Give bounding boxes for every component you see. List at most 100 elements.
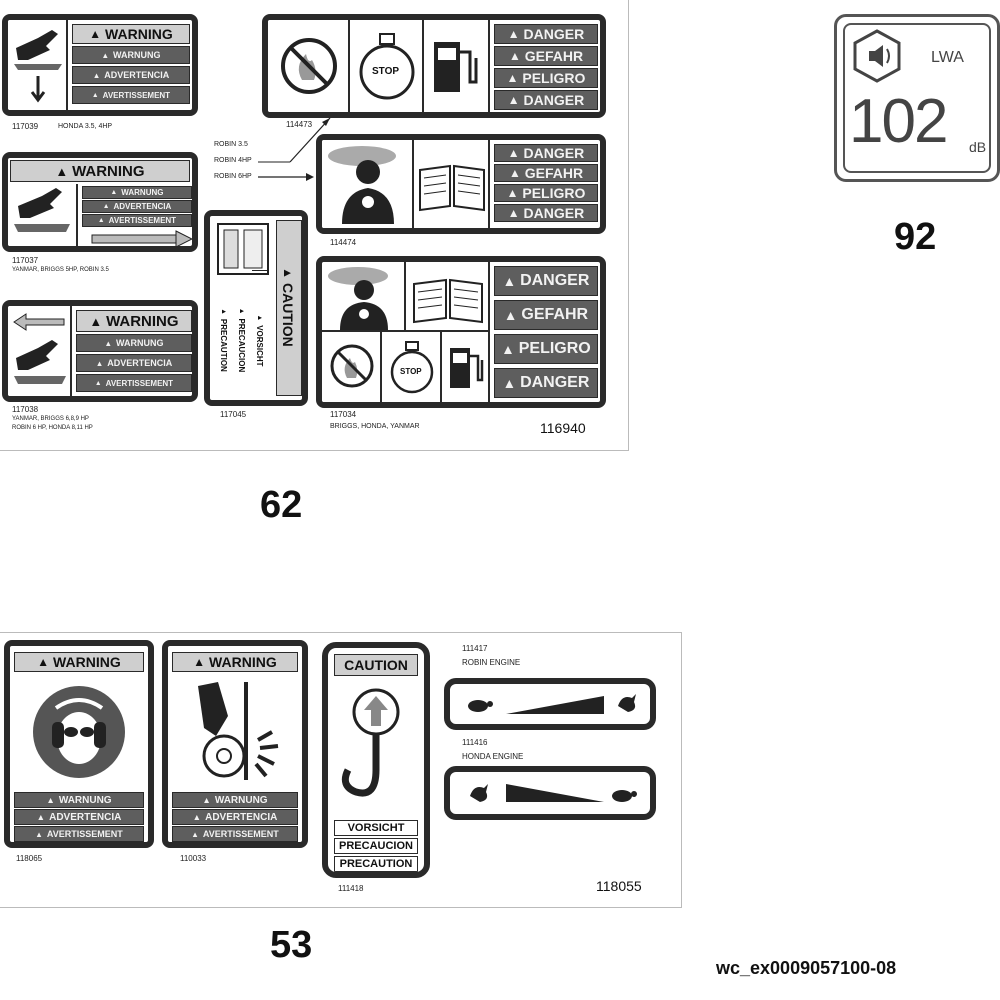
hand-cut-pictogram — [8, 184, 78, 246]
band-avertissement: AVERTISSEMENT — [72, 86, 190, 104]
decal-110033: WARNING WARNUNG ADVERTENCIA AVERTISSEMEN… — [162, 640, 308, 848]
throttle-fast-to-slow-icon — [470, 784, 637, 802]
stop-engine-icon — [359, 33, 415, 100]
band-avertissement: AVERTISSEMENT — [14, 826, 144, 842]
no-fire-pictogram — [268, 20, 350, 112]
band-peligro: PELIGRO — [494, 184, 598, 202]
sheet-number: 116940 — [540, 420, 586, 436]
band-advertencia: ADVERTENCIA — [76, 354, 192, 372]
manual-pictogram — [414, 140, 490, 228]
no-flame-icon — [330, 344, 374, 388]
fumes-person-icon — [328, 267, 388, 330]
band-advertencia: ADVERTENCIA — [14, 809, 144, 825]
part-number: 118065 — [16, 854, 43, 863]
decal-117045: CAUTION VORSICHT PRECAUCION PRECAUTION — [204, 210, 308, 406]
hand-blade-icon — [14, 340, 66, 384]
part-note: HONDA 3.5, 4HP — [58, 123, 113, 130]
part-number: 117038 — [12, 405, 39, 414]
band-danger-fr: DANGER — [494, 204, 598, 222]
part-number: 111417 — [462, 644, 488, 653]
band-warnung: WARNUNG — [172, 792, 298, 808]
band-warning: WARNING — [14, 652, 144, 672]
decal-111418: CAUTION VORSICHT PRECAUCION PRECAUTION — [322, 642, 430, 878]
callout-number-92: 92 — [894, 216, 937, 258]
exhaust-fumes-pictogram — [322, 262, 406, 332]
fumes-person-icon — [328, 146, 396, 224]
fuel-pump-icon — [434, 42, 478, 92]
exhaust-fumes-pictogram — [322, 140, 414, 228]
part-number: 111416 — [462, 738, 488, 747]
robin-label: ROBIN 4HP — [214, 157, 252, 164]
throttle-slow-to-fast-icon — [468, 694, 636, 714]
stop-label: STOP — [372, 66, 400, 77]
band-peligro: PELIGRO — [494, 68, 598, 88]
band-advertencia: ADVERTENCIA — [72, 66, 190, 84]
robin-label: ROBIN 3.5 — [214, 141, 248, 148]
part-note: ROBIN 6 HP, HONDA 8,11 HP — [12, 425, 93, 431]
manual-pictogram — [406, 262, 490, 332]
band-warnung: WARNUNG — [72, 46, 190, 64]
part-number: 110033 — [180, 854, 207, 863]
band-precaution: PRECAUTION — [334, 856, 418, 872]
hand-cut-pictogram — [8, 20, 68, 110]
band-danger: DANGER — [494, 144, 598, 162]
hand-roller-icon — [198, 682, 279, 780]
band-warning: WARNING — [76, 310, 192, 332]
engine-label: HONDA ENGINE — [462, 752, 524, 761]
band-precaucion: PRECAUCION — [334, 838, 418, 854]
stop-engine-pictogram: STOP — [350, 20, 424, 112]
hand-cut-pictogram — [8, 306, 72, 396]
robin-label: ROBIN 6HP — [214, 173, 252, 180]
fuel-pump-pictogram — [424, 20, 490, 112]
decal-114473: STOP DANGER GEFAHR PELIGRO DANGER — [262, 14, 606, 118]
decal-117034: STOP DANGER GEFAHR PELIGRO DANGER — [316, 256, 606, 408]
stop-label: STOP — [400, 367, 422, 376]
part-note: BRIGGS, HONDA, YANMAR — [330, 423, 420, 430]
hand-blade-icon — [14, 30, 62, 103]
engine-block-icon — [217, 223, 269, 275]
part-number: 111418 — [338, 884, 364, 893]
speaker-hexagon-icon — [853, 29, 901, 83]
decal-117037: WARNING WARNUNG ADVERTENCIA AVERTISSEMEN… — [2, 152, 198, 252]
decal-sound-power: LWA 102 dB — [834, 14, 1000, 182]
band-advertencia: ADVERTENCIA — [172, 809, 298, 825]
decal-throttle-honda — [444, 766, 656, 820]
part-number: 117034 — [330, 410, 357, 419]
band-danger: DANGER — [494, 24, 598, 44]
figure-code: wc_ex0009057100-08 — [716, 958, 897, 978]
part-number: 114474 — [330, 238, 357, 247]
part-number: 114473 — [286, 120, 313, 129]
hand-blade-icon — [14, 188, 70, 232]
decal-117038: WARNING WARNUNG ADVERTENCIA AVERTISSEMEN… — [2, 300, 198, 402]
sound-value: 102 — [849, 87, 948, 156]
lwa-label: LWA — [931, 49, 964, 66]
decal-throttle-robin — [444, 678, 656, 730]
band-avertissement: AVERTISSEMENT — [82, 214, 192, 227]
band-warnung: WARNUNG — [76, 334, 192, 352]
part-number: 117037 — [12, 256, 39, 265]
band-warning: WARNING — [172, 652, 298, 672]
band-advertencia: ADVERTENCIA — [82, 200, 192, 213]
engine-label: ROBIN ENGINE — [462, 658, 521, 667]
part-number: 117039 — [12, 122, 39, 131]
band-warnung: WARNUNG — [82, 186, 192, 199]
part-note: YANMAR, BRIGGS 6,8,9 HP — [12, 416, 89, 422]
part-note: YANMAR, BRIGGS 5HP, ROBIN 3.5 — [12, 267, 109, 273]
callout-number-62: 62 — [260, 484, 303, 526]
sound-power-inner — [843, 23, 991, 173]
part-number: 117045 — [220, 410, 247, 419]
band-vorsicht: VORSICHT — [334, 820, 418, 836]
band-avertissement: AVERTISSEMENT — [172, 826, 298, 842]
sheet-number: 118055 — [596, 878, 642, 894]
decal-118065: WARNING WARNUNG ADVERTENCIA AVERTISSEMEN… — [4, 640, 154, 848]
fuel-pump-pictogram — [442, 332, 490, 402]
ear-eye-protection-icon — [33, 686, 125, 778]
band-caution: CAUTION — [334, 654, 418, 676]
band-danger: DANGER — [494, 266, 598, 296]
decal-114474: DANGER GEFAHR PELIGRO DANGER — [316, 134, 606, 234]
no-fire-pictogram — [322, 332, 382, 402]
open-book-icon — [419, 164, 485, 212]
open-book-icon — [413, 278, 483, 324]
band-warning: WARNING — [10, 160, 190, 182]
